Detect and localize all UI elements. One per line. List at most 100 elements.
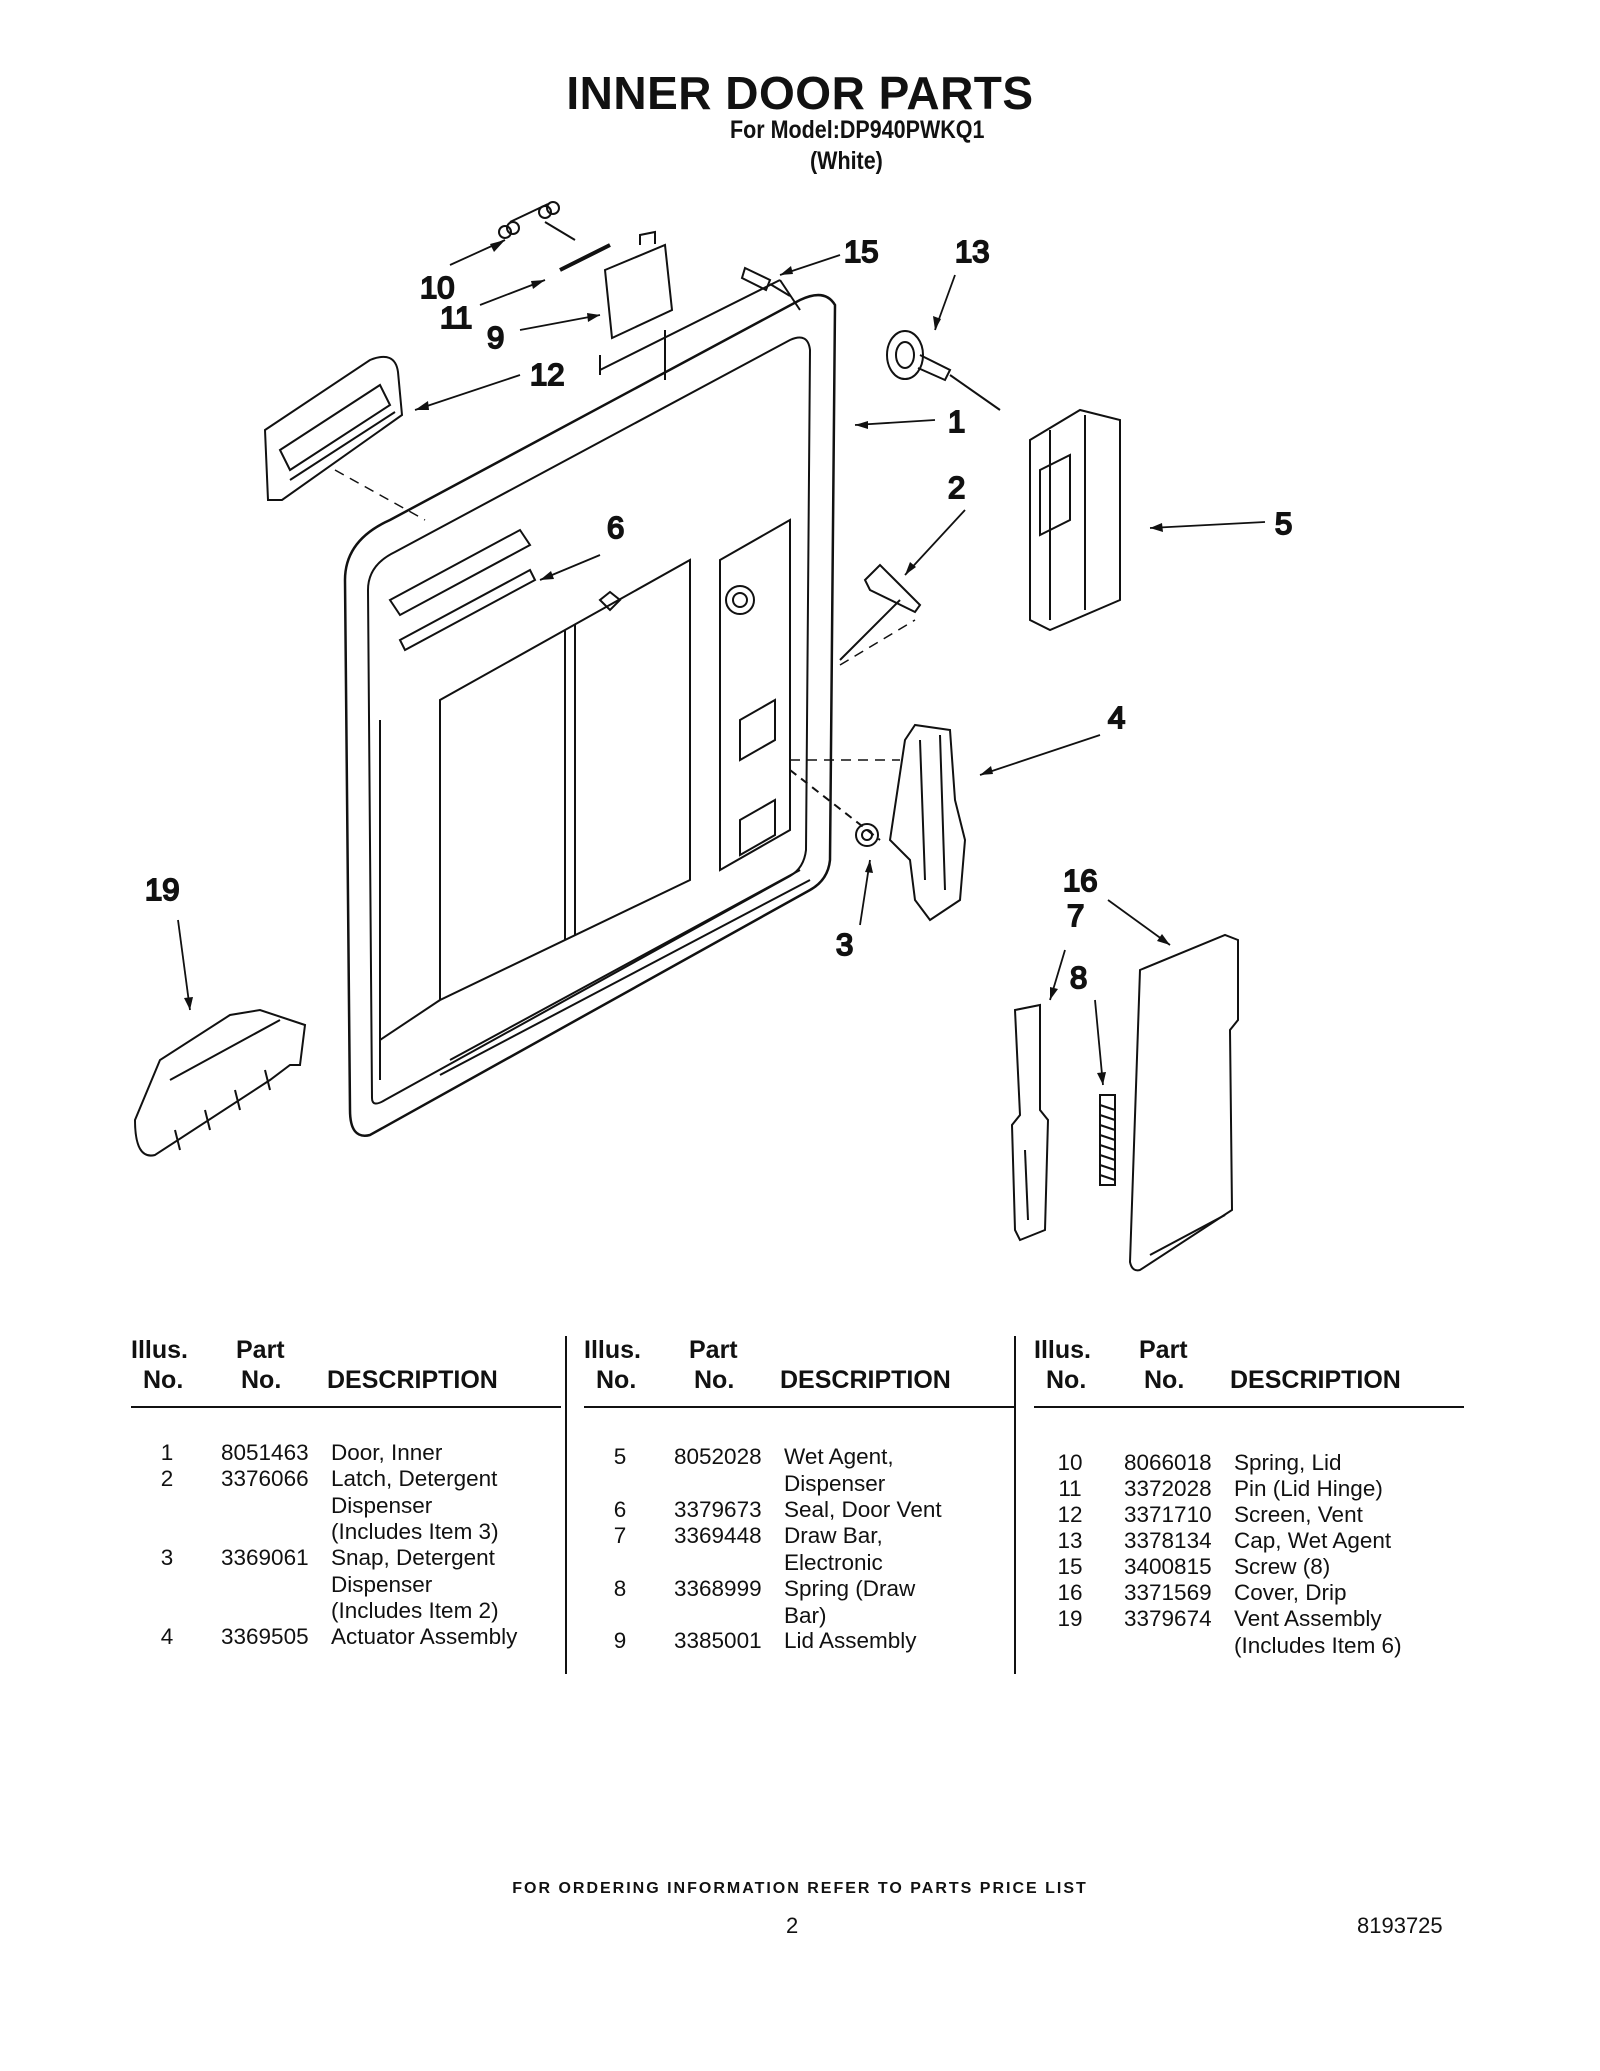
illus-header: No. [596, 1366, 637, 1394]
illus-number: 2 [160, 1466, 174, 1491]
part-number: 3379673 [674, 1497, 762, 1522]
page-number: 2 [786, 1913, 799, 1938]
illus-header: Illus. [584, 1336, 641, 1364]
column-divider [565, 1336, 567, 1674]
illus-number: 16 [1057, 1580, 1083, 1605]
part-description: (Includes Item 2) [331, 1598, 499, 1623]
callout-3: 3 [836, 927, 853, 962]
exploded-parts-diagram: 10 11 9 12 15 13 1 2 5 6 4 3 16 7 8 19 [133, 201, 1293, 1272]
part-number: 3369061 [221, 1545, 309, 1570]
part-description: (Includes Item 6) [1234, 1632, 1402, 1658]
part-number: 3378134 [1124, 1528, 1212, 1553]
illus-number: 19 [1057, 1606, 1083, 1631]
part-number: 3371710 [1124, 1502, 1212, 1527]
part-number: 3379674 [1124, 1606, 1212, 1631]
column-divider [1014, 1336, 1016, 1674]
illus-number: 12 [1057, 1502, 1083, 1527]
assembly-guide-lines [334, 469, 916, 761]
part-description: Bar) [784, 1602, 827, 1628]
part-description: Latch, Detergent [331, 1466, 498, 1491]
part-number: 3376066 [221, 1466, 309, 1491]
part-description: Lid Assembly [784, 1628, 917, 1653]
draw-bar-spring-part [1099, 1094, 1116, 1186]
page-title: INNER DOOR PARTS [566, 67, 1034, 119]
part-description: Dispenser [331, 1571, 433, 1597]
illus-number: 4 [160, 1624, 174, 1649]
illus-number: 7 [613, 1523, 627, 1548]
wet-agent-cap-part [886, 330, 1001, 411]
callout-10: 10 [420, 270, 454, 305]
part-number: 3369448 [674, 1523, 762, 1548]
callout-leaders [177, 239, 1266, 1086]
model-variant: (White) [810, 147, 883, 175]
illus-header: No. [143, 1366, 184, 1394]
callout-7: 7 [1067, 898, 1084, 933]
wet-agent-dispenser-part [1029, 408, 1121, 632]
part-description: Spring (Draw [784, 1576, 916, 1601]
lid-spring-part [498, 201, 576, 241]
part-header: No. [241, 1366, 282, 1394]
callout-2: 2 [948, 470, 965, 505]
part-description: Screw (8) [1234, 1554, 1331, 1579]
callout-9: 9 [487, 320, 504, 355]
part-number: 3369505 [221, 1624, 309, 1649]
part-number: 8051463 [221, 1440, 309, 1465]
illus-header: No. [1046, 1366, 1087, 1394]
part-header: Part [1139, 1336, 1188, 1364]
callout-5: 5 [1275, 506, 1292, 541]
description-header: DESCRIPTION [327, 1366, 498, 1394]
part-description: Spring, Lid [1234, 1450, 1342, 1475]
part-description: Actuator Assembly [331, 1624, 518, 1649]
part-header: No. [1144, 1366, 1185, 1394]
part-number: 8066018 [1124, 1450, 1212, 1475]
callout-8: 8 [1070, 960, 1087, 995]
part-number: 3371569 [1124, 1580, 1212, 1605]
lid-hinge-pin-part [559, 243, 611, 272]
part-number: 3400815 [1124, 1554, 1212, 1579]
callout-12: 12 [530, 357, 564, 392]
callout-1: 1 [948, 404, 965, 439]
part-number: 3368999 [674, 1576, 762, 1601]
part-description: (Includes Item 3) [331, 1519, 499, 1544]
lid-assembly-part [603, 230, 674, 380]
part-description: Draw Bar, [784, 1523, 883, 1548]
illus-number: 5 [613, 1444, 627, 1469]
illus-header: Illus. [1034, 1336, 1091, 1364]
callout-19: 19 [145, 872, 179, 907]
illus-number: 1 [160, 1440, 174, 1465]
callout-4: 4 [1108, 700, 1125, 735]
part-description: Cover, Drip [1234, 1580, 1347, 1605]
illus-number: 11 [1058, 1476, 1082, 1501]
screw-part [740, 266, 791, 297]
part-header: Part [236, 1336, 285, 1364]
illus-number: 10 [1057, 1450, 1083, 1475]
detergent-snap-part [789, 769, 881, 847]
description-header: DESCRIPTION [1230, 1366, 1401, 1394]
description-header: DESCRIPTION [780, 1366, 951, 1394]
illus-number: 6 [613, 1497, 627, 1522]
callout-6: 6 [607, 510, 624, 545]
callout-16: 16 [1063, 863, 1097, 898]
part-description: Wet Agent, [784, 1444, 894, 1469]
detergent-latch-part [839, 563, 922, 661]
drip-cover-part [1128, 933, 1239, 1272]
illus-number: 15 [1057, 1554, 1083, 1579]
draw-bar-part [1010, 1003, 1050, 1242]
ordering-note: FOR ORDERING INFORMATION REFER TO PARTS … [512, 1880, 1088, 1897]
part-description: Dispenser [331, 1492, 433, 1518]
callout-arrowheads [184, 240, 1170, 1085]
model-line: For Model:DP940PWKQ1 [730, 116, 985, 144]
part-description: Electronic [784, 1549, 883, 1575]
vent-screen-part [263, 356, 404, 501]
illus-number: 3 [160, 1545, 174, 1570]
callout-13: 13 [955, 234, 989, 269]
part-header: Part [689, 1336, 738, 1364]
callout-11: 11 [440, 300, 472, 335]
part-description: Seal, Door Vent [784, 1497, 942, 1522]
